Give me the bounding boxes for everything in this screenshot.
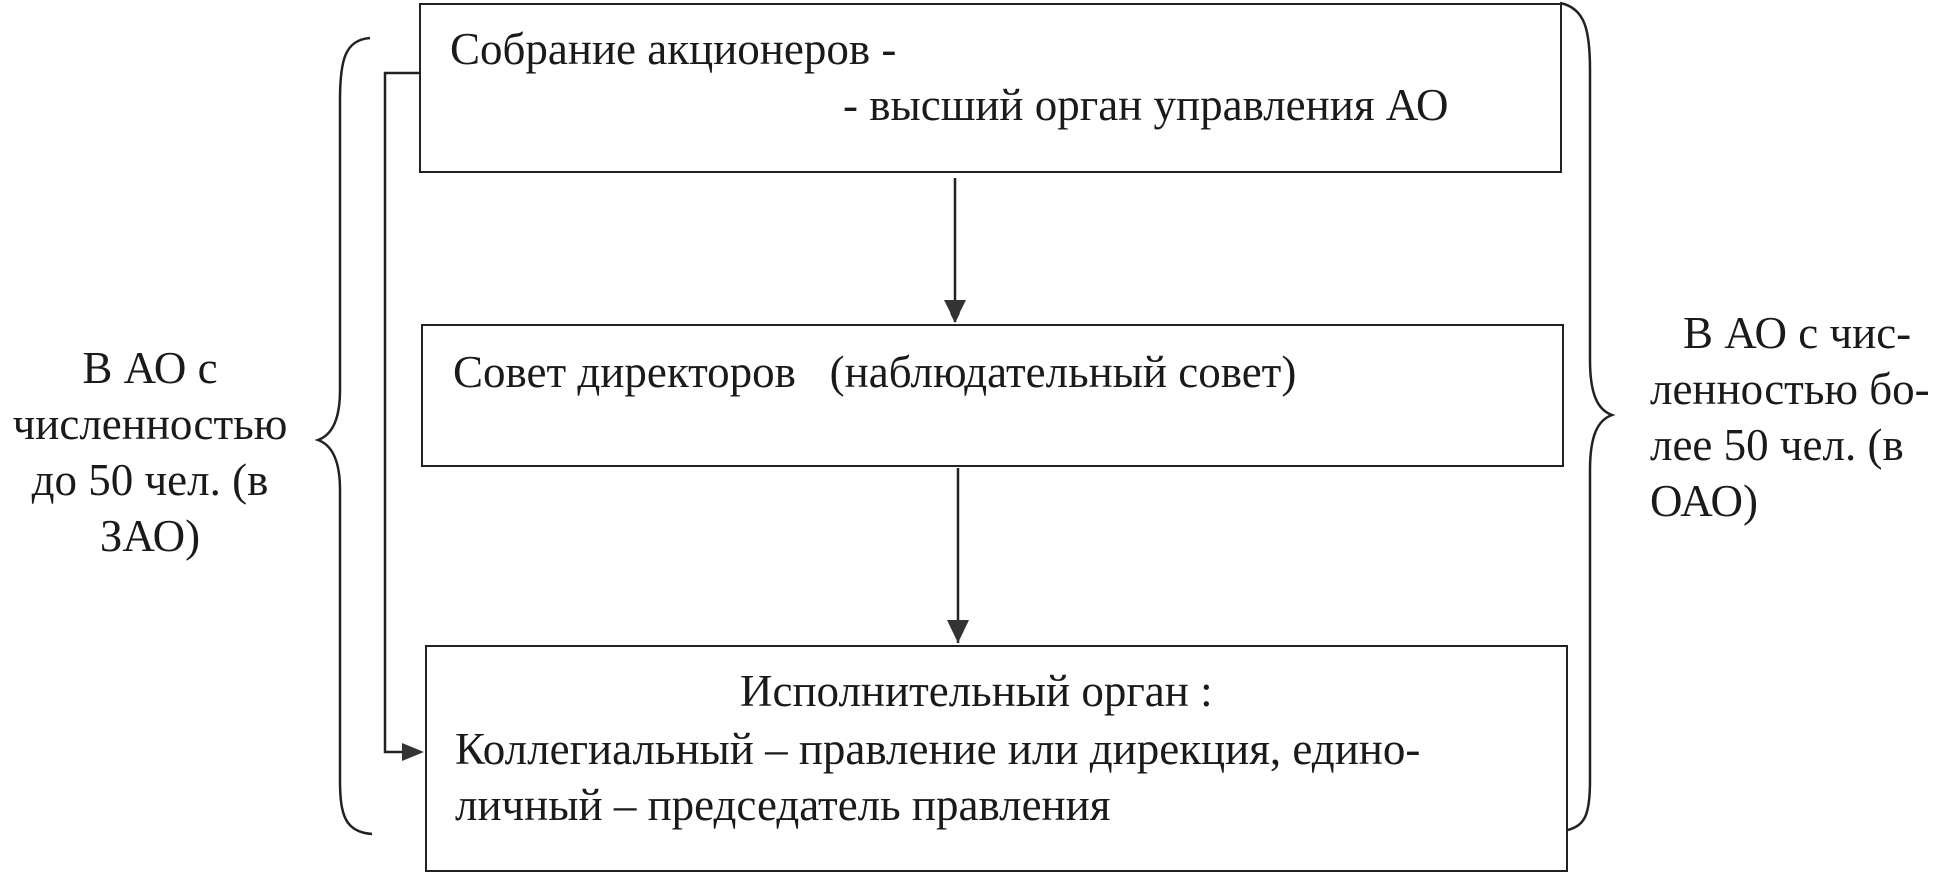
executive-body-title: Исполнительный орган : bbox=[740, 666, 1213, 716]
shareholders-meeting-box bbox=[419, 3, 1562, 173]
left-side-note-line: В АО с bbox=[82, 343, 218, 393]
arrowhead-icon bbox=[944, 300, 966, 322]
executive-body-line-sole: личный – председатель правления bbox=[455, 780, 1111, 830]
left-side-note: В АО с численностью до 50 чел. (в ЗАО) bbox=[0, 340, 300, 564]
shareholders-meeting-title: Собрание акционеров - bbox=[450, 24, 897, 74]
left-side-note-line: ЗАО) bbox=[99, 511, 201, 561]
right-side-note-line: ленностью бо- bbox=[1650, 364, 1930, 414]
arrowhead-icon bbox=[402, 743, 424, 761]
left-curly-brace bbox=[314, 36, 373, 836]
right-side-note-line: В АО с чис- bbox=[1683, 308, 1912, 358]
executive-body-box bbox=[425, 645, 1568, 872]
executive-body-line-collegial: Коллегиальный – правление или дирекция, … bbox=[455, 724, 1421, 774]
left-side-note-line: до 50 чел. (в bbox=[31, 455, 269, 505]
board-of-directors-label: Совет директоров (наблюдательный совет) bbox=[453, 347, 1297, 397]
board-of-directors-box bbox=[421, 324, 1564, 467]
left-side-note-line: численностью bbox=[12, 399, 288, 449]
right-side-note-line: лее 50 чел. (в bbox=[1650, 420, 1904, 470]
arrowhead-icon bbox=[947, 620, 969, 643]
right-side-note-line: ОАО) bbox=[1650, 476, 1758, 526]
shareholders-meeting-subtitle: - высший орган управления АО bbox=[843, 80, 1449, 130]
right-side-note: В АО с чис- ленностью бо- лее 50 чел. (в… bbox=[1650, 305, 1950, 529]
right-curly-brace bbox=[1559, 1, 1616, 832]
bypass-connector bbox=[383, 71, 419, 754]
